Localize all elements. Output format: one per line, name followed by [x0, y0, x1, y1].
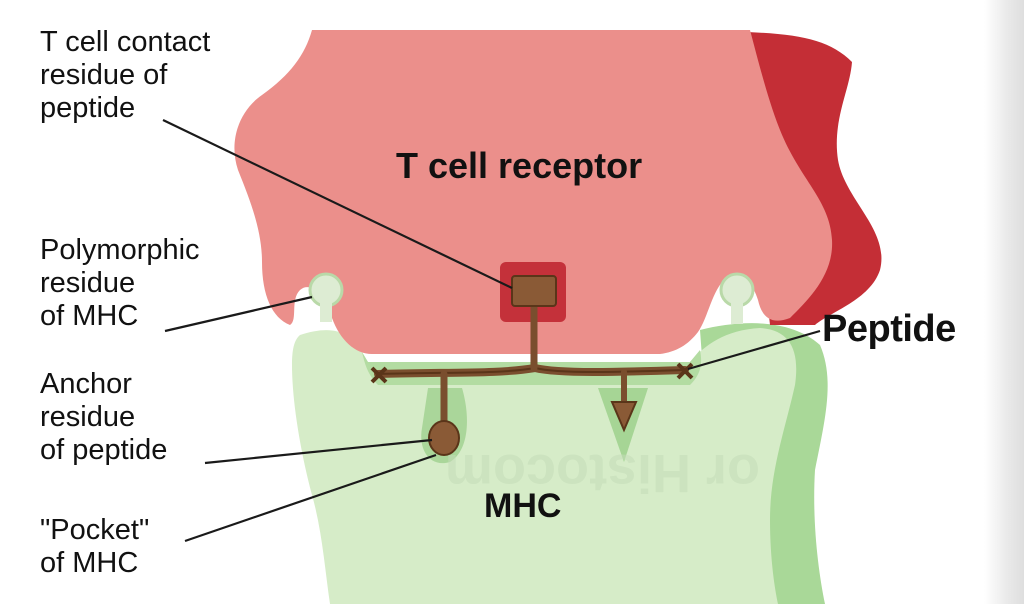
leader-anchor	[204, 438, 433, 465]
label-line: peptide	[40, 92, 136, 124]
label-t-cell-contact-residue: T cell contact residue of peptide	[40, 26, 210, 125]
label-pocket: "Pocket" of MHC	[40, 514, 149, 580]
leader-lines	[162, 119, 821, 543]
label-line: residue	[40, 401, 136, 433]
label-line: "Pocket"	[40, 514, 150, 546]
label-mhc: MHC	[484, 487, 562, 525]
t-cell-receptor	[234, 30, 833, 354]
label-polymorphic-residue: Polymorphic residue of MHC	[40, 234, 200, 333]
anchor-residue	[428, 420, 460, 456]
label-t-cell-receptor: T cell receptor	[396, 145, 643, 186]
leader-pocket	[184, 453, 437, 543]
page-edge-shadow	[984, 0, 1024, 604]
peptide-end-right	[676, 362, 694, 380]
peptide-end-left	[370, 366, 388, 384]
label-peptide: Peptide	[822, 308, 956, 350]
label-line: Polymorphic	[40, 234, 200, 266]
label-line: of MHC	[40, 547, 139, 579]
label-line: Anchor	[40, 368, 132, 400]
polymorphic-knob-left	[308, 272, 344, 308]
mhc-molecule	[292, 328, 797, 604]
label-line: residue	[40, 267, 136, 299]
pocket-side-chain	[610, 401, 638, 433]
polymorphic-knob-right	[719, 272, 755, 308]
polymorphic-stem-left	[320, 302, 332, 322]
faint-background-text: or Histocom	[445, 443, 760, 503]
label-anchor-residue: Anchor residue of peptide	[40, 368, 167, 467]
label-line: of MHC	[40, 300, 139, 332]
label-line: of peptide	[40, 434, 168, 466]
label-line: residue of	[40, 59, 168, 91]
label-line: T cell contact	[40, 26, 211, 58]
polymorphic-stem-right	[731, 302, 743, 324]
leader-peptide	[687, 329, 821, 371]
leader-contact	[162, 119, 513, 289]
peptide-chain	[374, 296, 689, 432]
t-cell-contact-residue	[511, 275, 557, 307]
leader-polymorphic	[164, 295, 313, 333]
